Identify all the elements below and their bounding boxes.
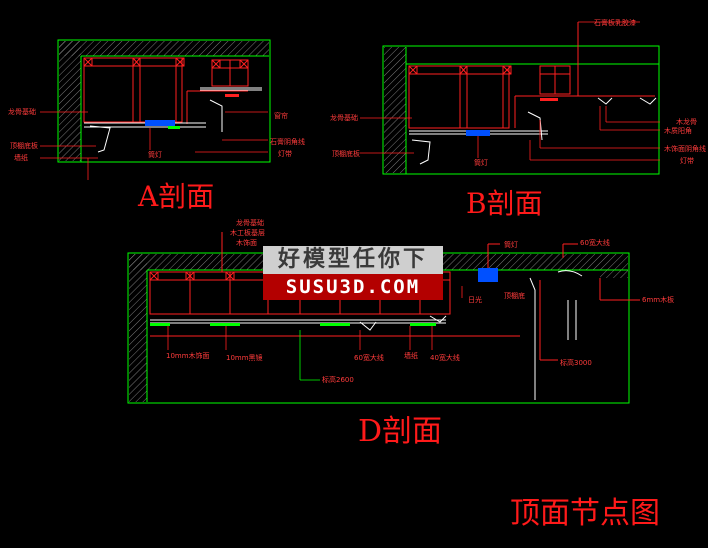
section-d-label-40-line: 40宽大线 xyxy=(430,353,460,362)
section-b-joists xyxy=(408,22,655,129)
section-a-label-downlight: 筒灯 xyxy=(148,150,162,159)
section-b: 石膏板乳胶漆 龙骨基础 顶棚底板 筒灯 木龙骨 木质阳角 木饰面阴角线 灯带 B… xyxy=(330,18,706,220)
section-a-label-lightstrip: 灯带 xyxy=(278,149,292,158)
section-d-label-wallpaper: 墙纸 xyxy=(404,351,418,360)
watermark-line-1: 好模型任你下 xyxy=(263,246,443,274)
section-a-label-board: 顶棚底板 xyxy=(10,141,38,150)
section-d-label-60-trim: 60宽大线 xyxy=(580,238,610,247)
section-d-label-level-3000: 标高3000 xyxy=(560,358,592,367)
drawing-title: 顶面节点图 xyxy=(510,496,660,531)
section-a-ceiling-hatch xyxy=(59,41,269,56)
section-a-label-cornice: 石膏阴角线 xyxy=(270,137,305,146)
section-a-downlight xyxy=(145,120,175,126)
section-d-label-6mm-board: 6mm木板 xyxy=(642,295,674,304)
section-a-label-curtain: 窗帘 xyxy=(274,111,288,120)
section-d-label-60-line: 60宽大线 xyxy=(354,353,384,362)
section-b-downlight xyxy=(466,130,490,136)
section-d-title: D剖面 xyxy=(358,414,442,449)
section-d-downlight xyxy=(478,268,498,282)
section-a-title: A剖面 xyxy=(137,180,214,213)
section-b-wall-hatch xyxy=(384,47,406,173)
section-b-label-wood-corner: 木质阳角 xyxy=(664,126,692,135)
section-d-label-ceiling-base: 顶棚底 xyxy=(504,291,525,300)
section-b-label-wood-joist: 木龙骨 xyxy=(676,117,697,126)
section-a-frame xyxy=(57,39,271,163)
section-d-label-plywood: 木工板基层 xyxy=(230,228,265,237)
section-d-wall-hatch xyxy=(129,254,147,402)
section-b-mouldings xyxy=(409,97,657,165)
section-d-label-joist: 龙骨基础 xyxy=(236,218,264,227)
section-d-mouldings xyxy=(150,270,583,400)
section-d-label-veneer: 木饰面 xyxy=(236,238,257,247)
section-d-label-downlight: 筒灯 xyxy=(504,240,518,249)
section-b-label-veneer-line: 木饰面阴角线 xyxy=(664,144,706,153)
section-b-frame xyxy=(382,45,660,175)
section-b-title: B剖面 xyxy=(466,187,543,220)
section-b-label-lightstrip: 灯带 xyxy=(680,156,694,165)
section-d-label-level-2600: 标高2600 xyxy=(322,375,354,384)
section-b-label-joist: 龙骨基础 xyxy=(330,113,358,122)
section-b-label-gypsum: 石膏板乳胶漆 xyxy=(594,18,636,27)
section-d-label-daylight: 日光 xyxy=(468,295,482,304)
watermark: 好模型任你下 SUSU3D.COM xyxy=(263,246,443,300)
section-a: 龙骨基础 顶棚底板 墙纸 筒灯 窗帘 石膏阴角线 灯带 A剖面 xyxy=(8,39,305,213)
section-d-label-10mm-mirror: 10mm黑镜 xyxy=(226,353,263,362)
section-a-joists xyxy=(83,57,249,124)
section-d-label-10mm-veneer: 10mm木饰面 xyxy=(166,351,210,360)
section-a-label-joist: 龙骨基础 xyxy=(8,107,36,116)
section-b-label-downlight: 筒灯 xyxy=(474,158,488,167)
section-a-label-wallpaper: 墙纸 xyxy=(14,153,28,162)
section-a-wall-hatch xyxy=(59,41,81,161)
section-b-label-board: 顶棚底板 xyxy=(332,149,360,158)
watermark-line-2: SUSU3D.COM xyxy=(263,274,443,300)
